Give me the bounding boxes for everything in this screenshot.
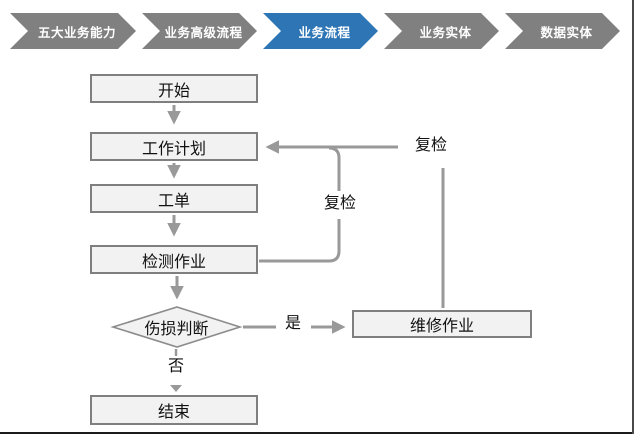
breadcrumb-item-business-process-active[interactable]: 业务流程 — [263, 13, 378, 49]
node-label: 开始 — [157, 82, 190, 100]
breadcrumb-item-business-entity[interactable]: 业务实体 — [384, 13, 499, 49]
node-end: 结束 — [90, 395, 258, 425]
node-damage-decision: 伤损判断 — [113, 307, 240, 347]
edge-label-no: 否 — [163, 357, 189, 377]
edge-label-yes: 是 — [280, 314, 306, 334]
bottom-border-line — [0, 432, 634, 434]
breadcrumb-label: 数据实体 — [540, 25, 593, 40]
node-start: 开始 — [90, 74, 258, 103]
node-work-order: 工单 — [90, 184, 258, 213]
node-label: 维修作业 — [409, 318, 474, 335]
node-label: 检测作业 — [141, 253, 206, 271]
breadcrumb-label: 业务实体 — [419, 25, 472, 40]
right-border-line — [632, 0, 634, 434]
node-inspection: 检测作业 — [90, 245, 258, 274]
breadcrumb-item-data-entity[interactable]: 数据实体 — [505, 13, 620, 49]
edge-label-text: 否 — [167, 358, 184, 375]
edge-label-text: 是 — [284, 315, 301, 332]
breadcrumb-label: 五大业务能力 — [37, 25, 116, 40]
breadcrumb-item-advanced-process[interactable]: 业务高级流程 — [142, 13, 257, 49]
edge-label-recheck-inner: 复检 — [320, 194, 360, 214]
breadcrumb-label: 业务流程 — [298, 25, 351, 40]
edge-label-recheck-outer: 复检 — [411, 136, 451, 156]
node-repair: 维修作业 — [352, 310, 532, 338]
edge-label-text: 复检 — [414, 137, 447, 154]
breadcrumb-label: 业务高级流程 — [164, 25, 243, 40]
node-work-plan: 工作计划 — [90, 132, 258, 161]
node-label: 结束 — [157, 404, 190, 421]
breadcrumb: 五大业务能力 业务高级流程 业务流程 业务实体 数据实体 — [0, 13, 634, 49]
node-label: 工作计划 — [141, 140, 206, 158]
node-label: 伤损判断 — [144, 321, 209, 338]
edge-label-text: 复检 — [323, 195, 356, 212]
node-label: 工单 — [157, 192, 190, 210]
breadcrumb-item-five-capabilities[interactable]: 五大业务能力 — [10, 13, 136, 49]
